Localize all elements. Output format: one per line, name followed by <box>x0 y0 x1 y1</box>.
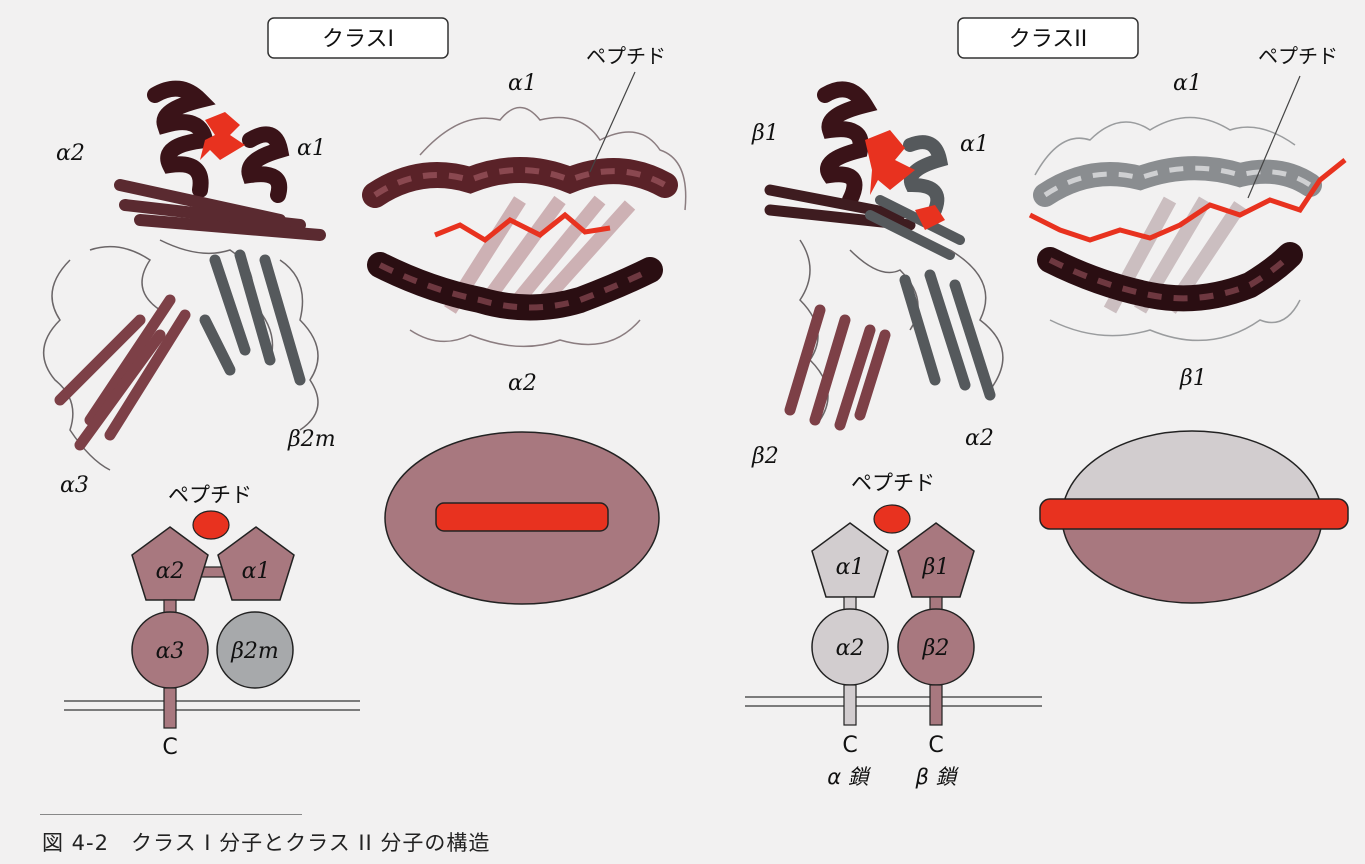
class2-schematic-a1: α1 <box>836 555 865 580</box>
class2-title-box: クラスII <box>958 18 1138 58</box>
class2-c-terminus-alpha: C <box>842 733 857 758</box>
class2-peptide-shape <box>874 505 910 533</box>
class1-schematic-a2: α2 <box>156 559 185 584</box>
class2-top-label-b1: β1 <box>1179 366 1207 391</box>
figure-number: 図 4-2 <box>42 831 109 855</box>
class1-top-view <box>375 72 686 346</box>
class1-top-label-a2: α2 <box>508 371 537 396</box>
class2-top-peptide-label: ペプチド <box>1258 44 1338 68</box>
class1-ribbon-structure <box>44 89 320 470</box>
class2-schematic-b1: β1 <box>922 555 950 580</box>
class2-label-b1: β1 <box>751 121 779 146</box>
class2-label-b2: β2 <box>751 444 779 469</box>
class1-groove-oval <box>385 432 659 604</box>
class2-alpha-chain-label: α 鎖 <box>827 765 872 789</box>
class1-title: クラスI <box>322 27 394 52</box>
class1-schematic-a1: α1 <box>242 559 271 584</box>
caption-rule <box>40 814 302 815</box>
class1-label-b2m: β2m <box>287 427 336 452</box>
class1-schematic-a3: α3 <box>156 639 185 664</box>
class2-schematic-a2: α2 <box>836 636 865 661</box>
class1-label-a1: α1 <box>297 136 326 161</box>
class1-schematic-peptide-label: ペプチド <box>168 483 252 507</box>
class2-groove-oval <box>1040 431 1348 603</box>
class1-peptide-shape <box>193 511 229 539</box>
class2-peptide-bar <box>1040 499 1348 529</box>
class2-top-view <box>1030 76 1345 340</box>
class2-schematic-b2: β2 <box>922 636 950 661</box>
class1-schematic: ペプチド α2 α1 α3 β2m C <box>64 483 360 760</box>
class2-schematic: ペプチド α1 β1 α2 β2 C C α 鎖 β 鎖 <box>745 471 1042 789</box>
class2-label-a2: α2 <box>965 426 994 451</box>
class2-title: クラスII <box>1009 27 1088 52</box>
class1-label-a3: α3 <box>60 473 89 498</box>
class2-schematic-peptide-label: ペプチド <box>851 471 935 495</box>
class1-schematic-b2m: β2m <box>230 639 279 664</box>
class1-label-a2: α2 <box>56 141 85 166</box>
class1-peptide-bar <box>436 503 608 531</box>
figure-caption: 図 4-2 クラス I 分子とクラス II 分子の構造 <box>42 827 490 857</box>
class2-top-label-a1: α1 <box>1173 71 1202 96</box>
class2-beta-chain-label: β 鎖 <box>914 765 959 789</box>
figure-caption-text: クラス I 分子とクラス II 分子の構造 <box>131 831 490 855</box>
class1-top-label-a1: α1 <box>508 71 537 96</box>
class1-top-peptide-label: ペプチド <box>586 44 666 68</box>
class1-c-terminus: C <box>162 735 177 760</box>
class1-title-box: クラスI <box>268 18 448 58</box>
class2-c-terminus-beta: C <box>928 733 943 758</box>
class2-label-a1: α1 <box>960 132 989 157</box>
